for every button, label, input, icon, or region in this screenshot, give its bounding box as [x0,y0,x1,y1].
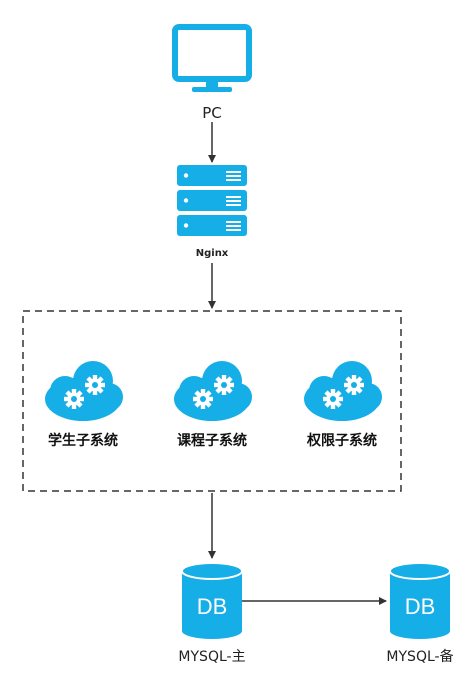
cloud-gear-icon [45,361,123,421]
subsystem-permission-label: 权限子系统 [307,433,377,449]
db-icon-text: DB [405,594,436,619]
database-icon: DB [389,562,451,639]
cloud-gear-icon [304,361,382,421]
nginx-label: Nginx [195,248,229,259]
db-icon-text: DB [197,594,228,619]
subsystem-course-label: 课程子系统 [177,433,247,449]
server-icon [177,165,247,236]
cloud-gear-icon [174,361,252,421]
pc-label: PC [202,104,222,122]
db-backup-label: MYSQL-备 [386,649,454,665]
subsystem-student-label: 学生子系统 [48,433,118,449]
monitor-icon [172,24,252,92]
subsystems-container [22,310,402,492]
db-main-label: MYSQL-主 [178,649,246,665]
database-icon: DB [181,562,243,639]
